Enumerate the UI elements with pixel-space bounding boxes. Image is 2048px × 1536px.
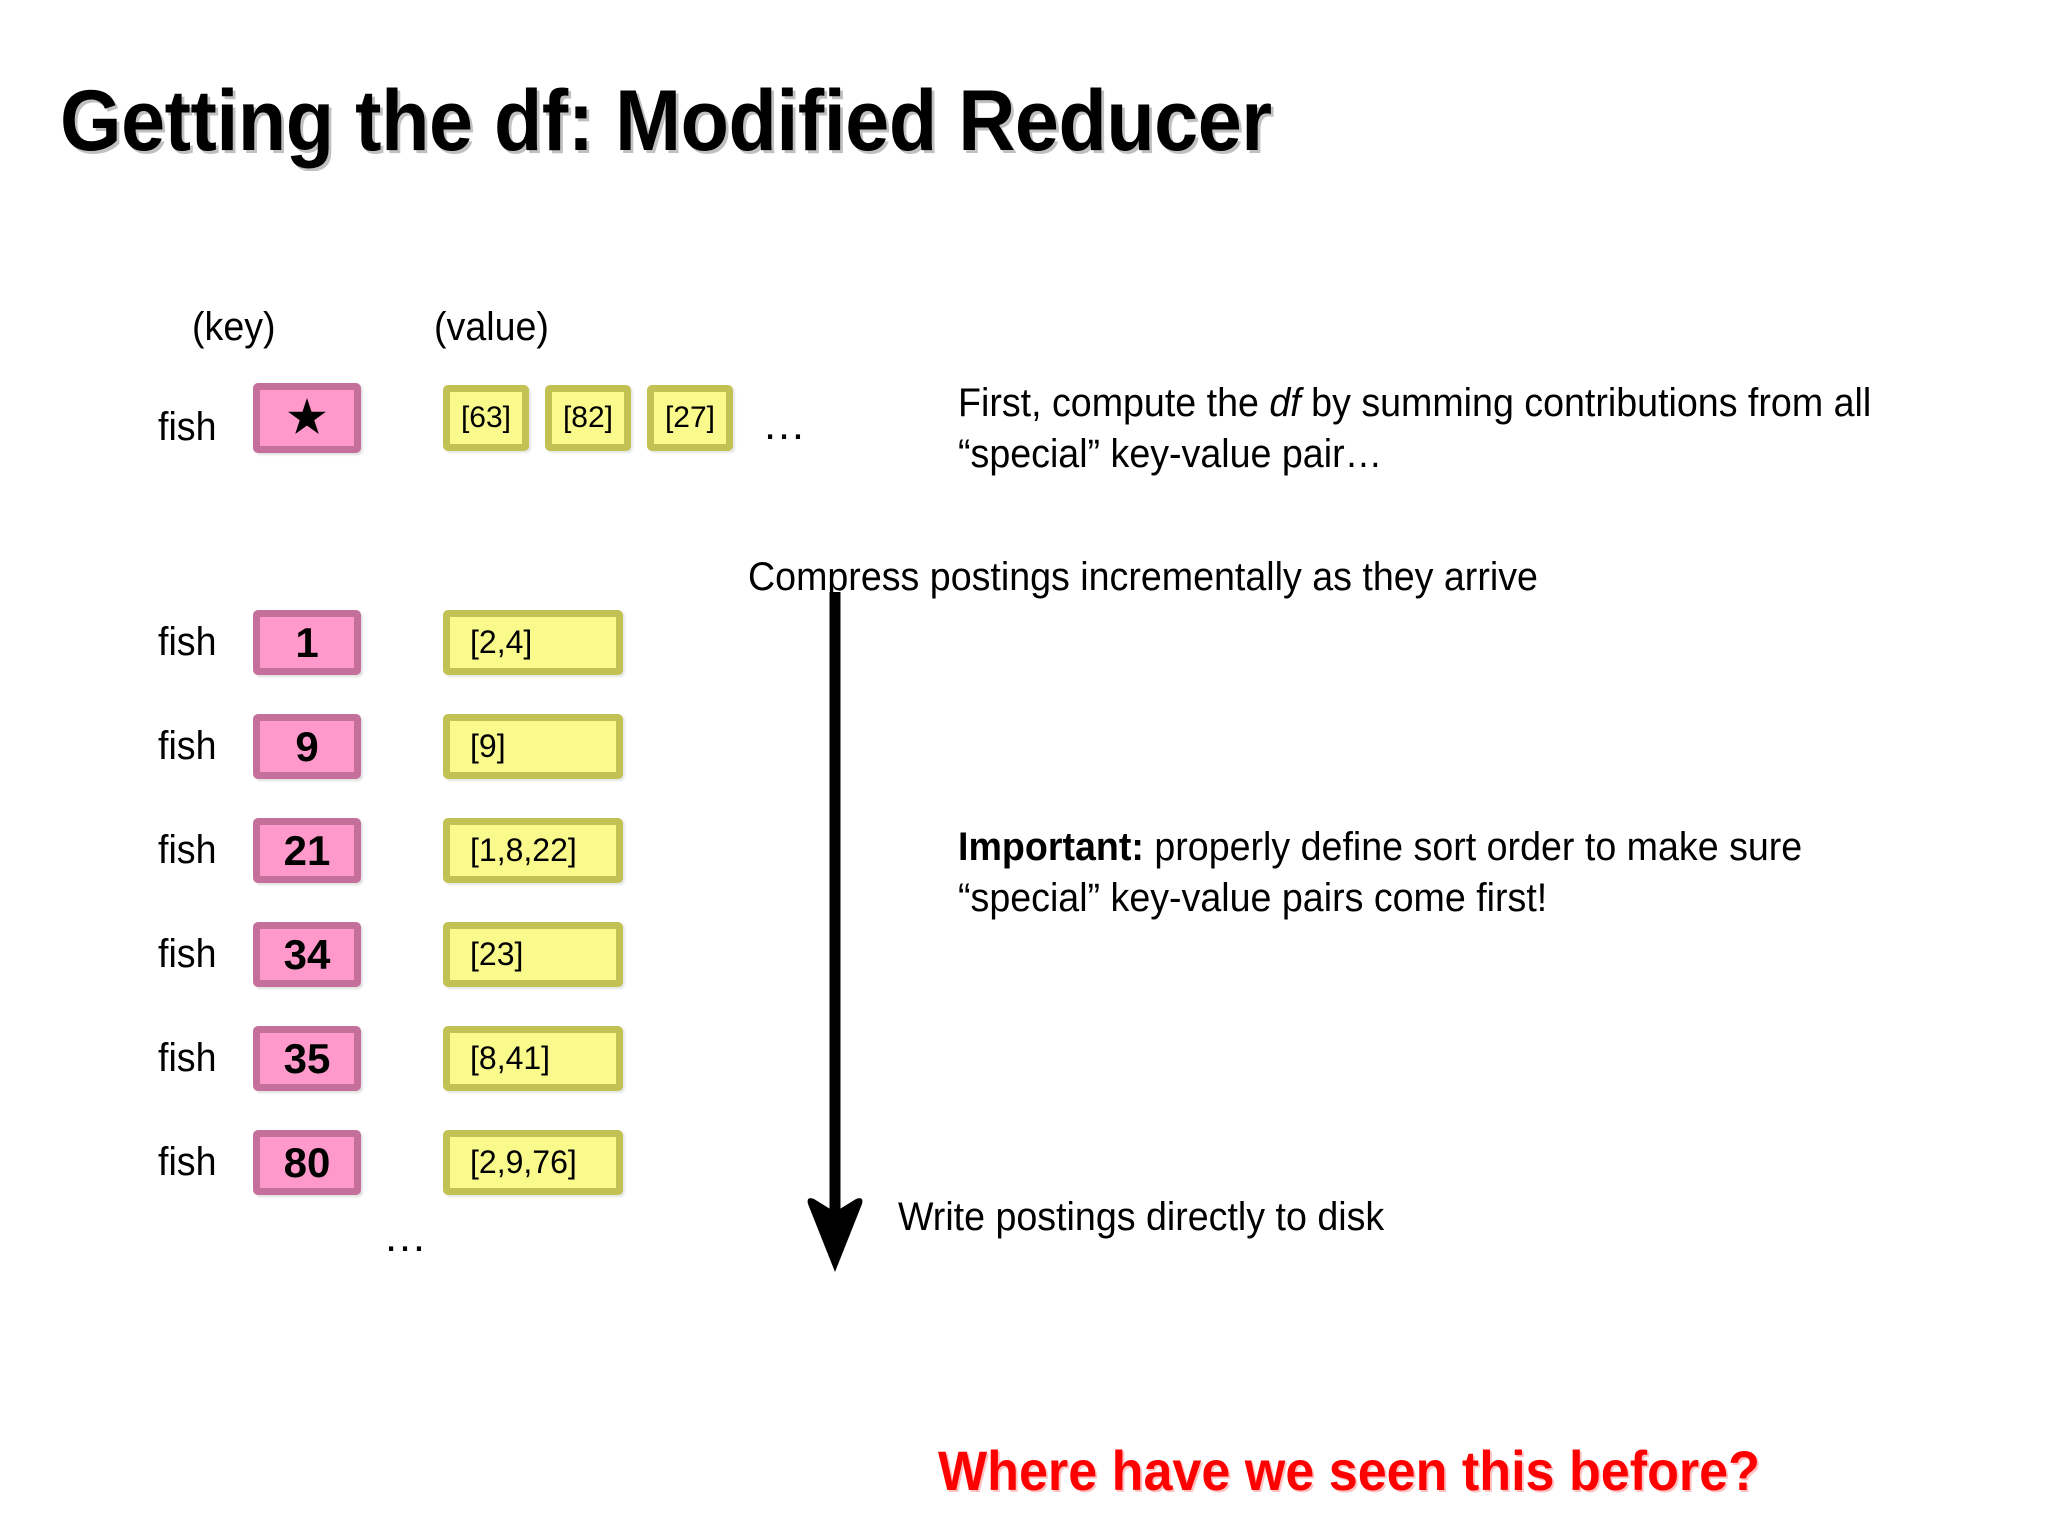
write-to-disk-note: Write postings directly to disk [898, 1195, 1385, 1239]
posting-row-value-box: [1,8,22] [443, 818, 623, 883]
posting-row-key-box: 35 [253, 1026, 361, 1091]
df-note-text-after: by summing contributions from all “speci… [958, 381, 1872, 477]
special-row-value-box-1: [63] [443, 385, 529, 451]
posting-row-value-box: [23] [443, 922, 623, 987]
posting-row-key-term: fish [158, 1140, 217, 1184]
posting-row-key-box: 21 [253, 818, 361, 883]
compress-note: Compress postings incrementally as they … [748, 555, 1538, 599]
posting-row-key-term: fish [158, 828, 217, 872]
posting-row-key-term: fish [158, 724, 217, 768]
df-note-text-before: First, compute the [958, 381, 1270, 425]
downward-flow-arrow [807, 592, 863, 1272]
posting-row-value-box: [8,41] [443, 1026, 623, 1091]
posting-row-value-box: [2,4] [443, 610, 623, 675]
important-body: properly define sort order to make sure … [958, 825, 1803, 921]
posting-row-key-box: 34 [253, 922, 361, 987]
df-note-emphasis: df [1269, 381, 1301, 425]
special-row-trailing-ellipsis: … [762, 400, 811, 449]
posting-row-key-box: 1 [253, 610, 361, 675]
posting-row-key-term: fish [158, 620, 217, 664]
posting-row-key-term: fish [158, 932, 217, 976]
special-row-value-box-3: [27] [647, 385, 733, 451]
special-row-key-term: fish [158, 405, 217, 449]
important-label: Important: [958, 825, 1144, 869]
posting-list-ellipsis: … [383, 1212, 432, 1261]
df-computation-note: First, compute the df by summing contrib… [958, 378, 1907, 480]
punchline-text: Where have we seen this before? [938, 1439, 1760, 1502]
star-icon: ★ [287, 393, 327, 442]
posting-row-key-box: 80 [253, 1130, 361, 1195]
posting-row-value-box: [2,9,76] [443, 1130, 623, 1195]
posting-row-value-box: [9] [443, 714, 623, 779]
column-caption-key: (key) [192, 305, 276, 349]
posting-row-key-box: 9 [253, 714, 361, 779]
posting-row-key-term: fish [158, 1036, 217, 1080]
special-row-key-box: ★ [253, 383, 361, 453]
column-caption-value: (value) [434, 305, 549, 349]
page-title: Getting the df: Modified Reducer [60, 73, 1272, 169]
important-note: Important: properly define sort order to… [958, 822, 1907, 924]
special-row-value-box-2: [82] [545, 385, 631, 451]
